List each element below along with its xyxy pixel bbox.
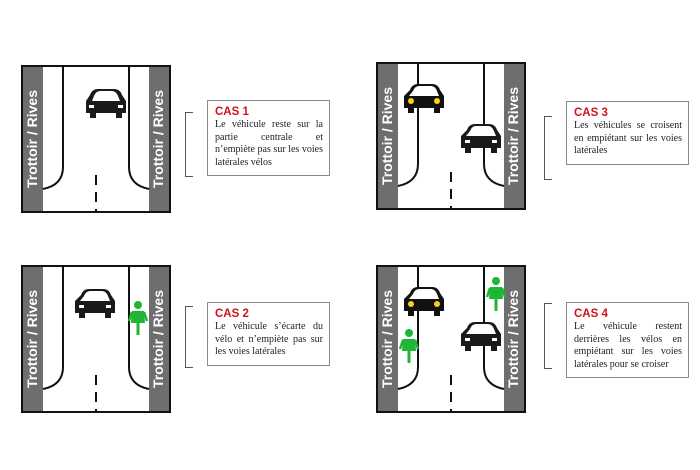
sidewalk-label-left: Trottoir / Rives xyxy=(379,86,395,186)
case-callout-3: CAS 3 Les véhicules se croisent en empié… xyxy=(566,101,689,165)
case-title: CAS 1 xyxy=(215,106,249,118)
case-title: CAS 3 xyxy=(574,107,608,119)
cyclist-icon xyxy=(127,301,149,335)
road-drawing xyxy=(23,67,169,211)
left-sidewalk xyxy=(378,267,398,411)
leader-line xyxy=(185,112,193,177)
case-title: CAS 2 xyxy=(215,308,249,320)
car-icon xyxy=(75,289,115,318)
right-sidewalk xyxy=(504,267,524,411)
case-description: Les véhicules se croisent en empiétant s… xyxy=(574,120,682,156)
right-sidewalk xyxy=(149,67,169,211)
sidewalk-label-right: Trottoir / Rives xyxy=(505,289,521,389)
case-callout-4: CAS 4 Le véhicule restent derrières les … xyxy=(566,302,689,378)
road-drawing xyxy=(378,267,524,411)
case-callout-2: CAS 2 Le véhicule s’écarte du vélo et n’… xyxy=(207,302,330,366)
sidewalk-label-left: Trottoir / Rives xyxy=(24,289,40,389)
case-title: CAS 4 xyxy=(574,308,608,320)
left-sidewalk xyxy=(23,267,43,411)
yellow-car-icon xyxy=(404,84,444,113)
left-sidewalk xyxy=(23,67,43,211)
cyclist-icon xyxy=(485,277,507,311)
cyclist-icon xyxy=(398,329,420,363)
leader-line xyxy=(544,116,552,180)
sidewalk-label-right: Trottoir / Rives xyxy=(150,289,166,389)
sidewalk-label-right: Trottoir / Rives xyxy=(505,86,521,186)
car-icon xyxy=(86,89,126,118)
leader-line xyxy=(544,303,552,369)
road-diagram-cas-3: Trottoir / Rives Trottoir / Rives xyxy=(376,62,526,210)
road-drawing xyxy=(23,267,169,411)
left-sidewalk xyxy=(378,64,398,208)
right-sidewalk xyxy=(504,64,524,208)
sidewalk-label-left: Trottoir / Rives xyxy=(379,289,395,389)
road-diagram-cas-4: Trottoir / Rives Trottoir / Rives xyxy=(376,265,526,413)
case-description: Le véhicule s’écarte du vélo et n’empièt… xyxy=(215,321,323,357)
sidewalk-label-right: Trottoir / Rives xyxy=(150,89,166,189)
road-diagram-cas-1: Trottoir / Rives Trottoir / Rives xyxy=(21,65,171,213)
case-callout-1: CAS 1 Le véhicule reste sur la partie ce… xyxy=(207,100,330,176)
road-diagram-cas-2: Trottoir / Rives Trottoir / Rives xyxy=(21,265,171,413)
car-icon xyxy=(461,322,501,351)
case-description: Le véhicule reste sur la partie centrale… xyxy=(215,119,323,168)
road-drawing xyxy=(378,64,524,208)
yellow-car-icon xyxy=(404,287,444,316)
sidewalk-label-left: Trottoir / Rives xyxy=(24,89,40,189)
case-description: Le véhicule restent derrières les vélos … xyxy=(574,321,682,370)
leader-line xyxy=(185,306,193,368)
right-sidewalk xyxy=(149,267,169,411)
car-icon xyxy=(461,124,501,153)
